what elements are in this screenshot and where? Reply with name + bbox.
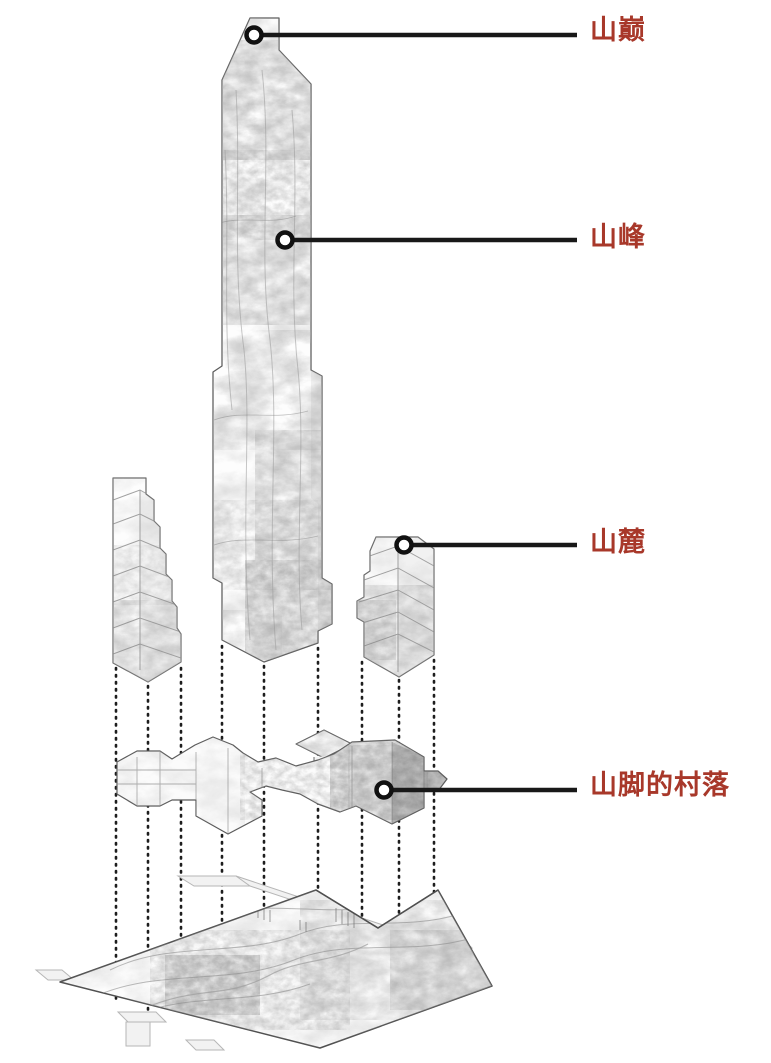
callout-label-mountain-peak: 山峰 [590, 222, 646, 252]
callout-label-village: 山脚的村落 [590, 770, 730, 800]
base-plate-volume [34, 875, 493, 1051]
right-terrace-tower-volume [356, 536, 435, 678]
callout-leader-mountain-peak[interactable] [275, 230, 578, 250]
callout-leader-peak-summit[interactable] [244, 25, 578, 45]
callout-marker-dot[interactable] [394, 535, 414, 555]
main-tower-volume [212, 17, 333, 663]
village-layer-volume [116, 736, 448, 835]
left-stepped-tower-volume [112, 477, 182, 683]
callout-label-peak-summit: 山巅 [590, 15, 646, 45]
callout-marker-dot[interactable] [244, 25, 264, 45]
callout-leader-mountain-foot[interactable] [394, 535, 578, 555]
callout-marker-dot[interactable] [374, 780, 394, 800]
callout-leader-village[interactable] [374, 780, 578, 800]
callout-label-mountain-foot: 山麓 [590, 527, 646, 557]
callout-leaders [244, 25, 578, 800]
callout-marker-dot[interactable] [275, 230, 295, 250]
